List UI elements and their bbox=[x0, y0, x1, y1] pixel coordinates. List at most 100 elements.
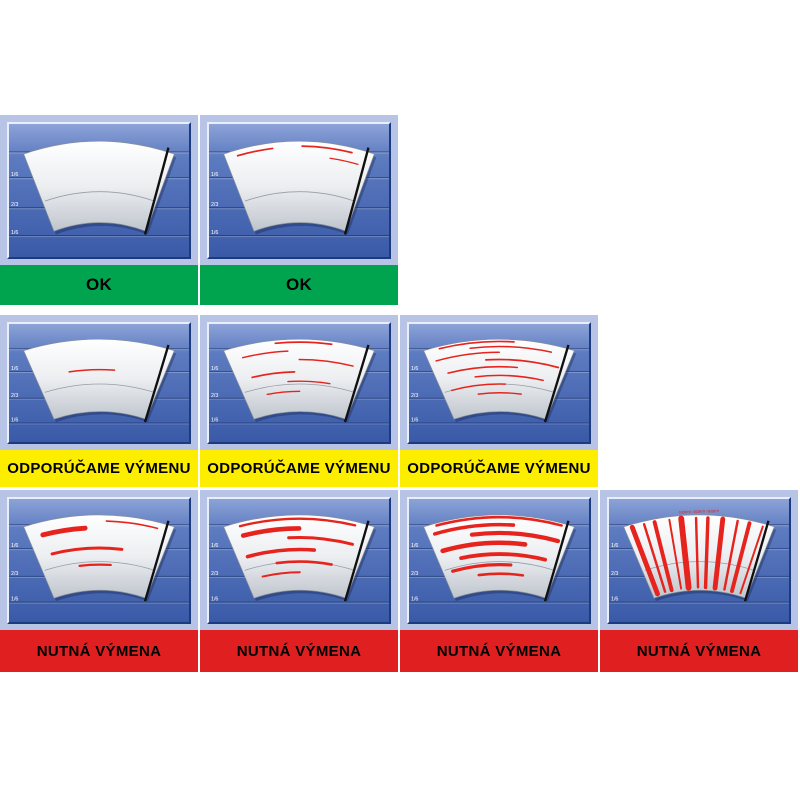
status-bar-red: NUTNÁ VÝMENA bbox=[600, 630, 798, 672]
wiper-blade bbox=[143, 147, 170, 235]
wear-streak bbox=[105, 520, 159, 530]
wipe-area bbox=[23, 514, 175, 599]
wiper-blade bbox=[543, 344, 570, 423]
wear-streak bbox=[298, 358, 354, 367]
wipe-test-graphic: 1/62/31/6 bbox=[9, 499, 189, 622]
scale-mark: 1/6 bbox=[11, 366, 19, 372]
scale-mark: 1/6 bbox=[11, 230, 18, 236]
wear-stripe bbox=[629, 524, 660, 597]
status-label: NUTNÁ VÝMENA bbox=[36, 642, 162, 660]
wear-stripe bbox=[730, 521, 752, 593]
scale-mark: 1/6 bbox=[211, 418, 219, 424]
wear-streak bbox=[469, 530, 561, 544]
wear-streak bbox=[275, 560, 333, 566]
status-bar-red: NUTNÁ VÝMENA bbox=[400, 630, 598, 672]
wear-streak bbox=[459, 552, 548, 562]
wear-streak bbox=[261, 571, 301, 578]
scale-mark: 1/6 bbox=[211, 172, 218, 178]
wear-stripe bbox=[694, 516, 700, 589]
wear-stripe bbox=[642, 523, 667, 593]
wear-streak bbox=[240, 526, 302, 538]
scale-mark: 1/6 bbox=[211, 230, 218, 236]
wipe-test-graphic: 1/6 2/3 1/6 bbox=[9, 324, 189, 442]
wear-streak bbox=[238, 517, 357, 528]
wiper-blade bbox=[343, 520, 370, 602]
scale-mark: 1/6 bbox=[611, 543, 618, 549]
status-label: ODPORÚČAME VÝMENU bbox=[7, 460, 191, 477]
wear-streak bbox=[469, 345, 553, 353]
scale-mark: 1/6 bbox=[211, 543, 218, 549]
wiper-blade bbox=[343, 147, 370, 235]
scale-mark: 1/6 bbox=[411, 597, 418, 603]
wipe-test-graphic: 1/62/31/6 bbox=[209, 324, 389, 442]
scale-mark: 2/3 bbox=[611, 571, 618, 577]
wear-streak bbox=[236, 147, 274, 157]
wipe-arc-line bbox=[244, 191, 355, 202]
wear-streaks bbox=[241, 341, 354, 396]
wear-streak bbox=[432, 522, 516, 536]
status-bar-green: OK bbox=[200, 265, 398, 305]
wear-streak bbox=[241, 350, 289, 359]
wear-streak bbox=[274, 341, 333, 346]
test-image-area: 1/6 2/3 1/6 bbox=[0, 315, 198, 450]
status-bar-yellow: ODPORÚČAME VÝMENU bbox=[200, 450, 398, 487]
wear-streak bbox=[50, 546, 124, 556]
wiper-blade bbox=[543, 520, 570, 602]
wear-stripe bbox=[652, 520, 674, 593]
scale-mark: 2/3 bbox=[11, 571, 18, 577]
wipe-test-graphic: 1/62/31/6 bbox=[9, 124, 189, 257]
wear-streak bbox=[329, 157, 359, 165]
wear-streak bbox=[68, 368, 116, 373]
scale-mark: 1/6 bbox=[11, 418, 19, 424]
wear-streak bbox=[78, 563, 112, 567]
status-label: ODPORÚČAME VÝMENU bbox=[207, 460, 391, 477]
wear-streak bbox=[40, 525, 88, 538]
wear-stripe bbox=[723, 519, 739, 591]
wear-stripe bbox=[668, 518, 683, 590]
wear-stripe bbox=[739, 525, 764, 595]
wiper-blade bbox=[743, 520, 770, 602]
wipe-area bbox=[23, 338, 175, 420]
status-bar-yellow: ODPORÚČAME VÝMENU bbox=[0, 450, 198, 487]
wear-streak bbox=[435, 515, 563, 527]
wear-streak bbox=[251, 371, 296, 379]
wipe-area bbox=[223, 140, 375, 232]
wipe-test-graphic: 1/62/31/6 bbox=[209, 124, 389, 257]
wear-streak bbox=[245, 547, 317, 559]
scale-mark: 2/3 bbox=[211, 393, 219, 399]
wear-streaks bbox=[435, 340, 560, 395]
wear-streak bbox=[287, 380, 331, 385]
wipe-arc-line bbox=[44, 191, 155, 202]
status-label: OK bbox=[285, 275, 313, 294]
scale-mark: 1/6 bbox=[411, 543, 418, 549]
wear-streak bbox=[447, 365, 519, 374]
scale-mark: 2/3 bbox=[11, 393, 19, 399]
scale-mark: 1/6 bbox=[11, 597, 18, 603]
wipe-area bbox=[223, 514, 375, 599]
wiper-blade bbox=[143, 344, 170, 423]
wear-streak bbox=[440, 540, 528, 554]
wear-streak bbox=[287, 536, 354, 546]
wipe-arc-line bbox=[444, 561, 555, 571]
wear-streak bbox=[301, 145, 353, 154]
wear-streaks bbox=[432, 515, 563, 577]
wear-streak bbox=[485, 358, 560, 369]
